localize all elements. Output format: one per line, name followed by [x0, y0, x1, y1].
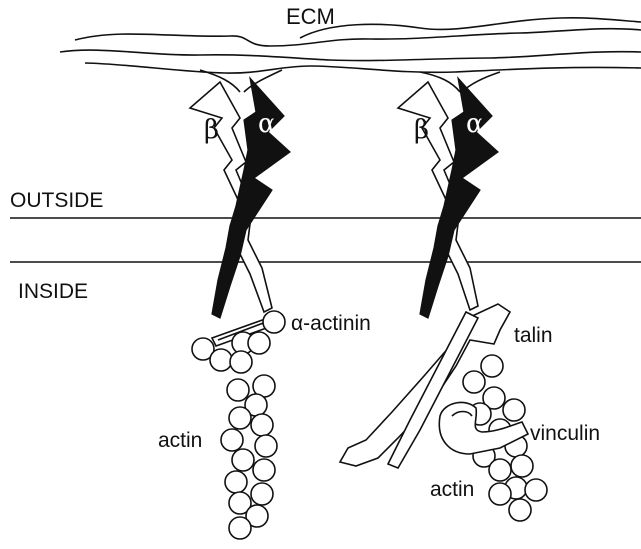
ecm-matrix — [60, 18, 641, 92]
talin-label: talin — [514, 324, 553, 347]
alpha-label-left: α — [258, 109, 276, 139]
inside-label: INSIDE — [18, 280, 88, 303]
beta-label-left: β — [204, 115, 219, 145]
vinculin-label: vinculin — [530, 422, 600, 445]
alpha-label-right: α — [466, 109, 484, 139]
cell-membrane — [10, 218, 641, 262]
actin-right-label: actin — [430, 478, 474, 501]
ecm-label: ECM — [286, 4, 335, 29]
beta-label-right: β — [414, 115, 429, 145]
actin-filament-left — [210, 332, 277, 539]
alpha-actinin-label: α-actinin — [291, 312, 371, 335]
outside-label: OUTSIDE — [10, 189, 103, 212]
actin-left-label: actin — [158, 429, 202, 452]
